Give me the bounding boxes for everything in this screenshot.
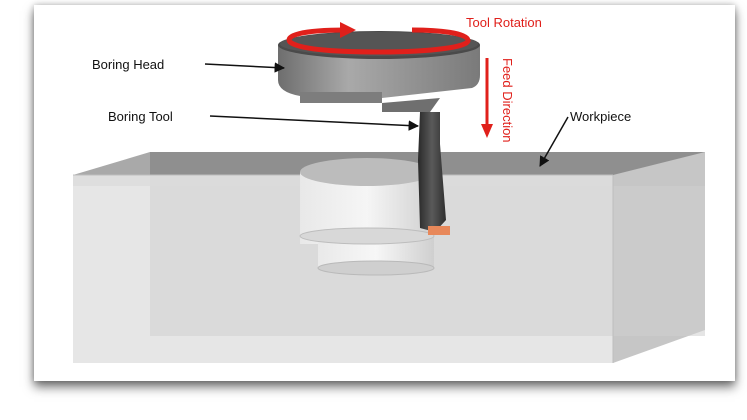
label-boring-tool: Boring Tool	[108, 109, 173, 124]
tool-insert	[428, 226, 450, 235]
label-feed-direction: Feed Direction	[500, 58, 515, 143]
workpiece-leader	[539, 116, 569, 167]
bored-hole	[299, 158, 435, 276]
boring-tool	[418, 112, 450, 235]
boring-head-leader	[204, 62, 286, 73]
rotation-arrow	[286, 22, 471, 55]
boring-tool-leader	[209, 115, 420, 131]
boring-head	[278, 31, 480, 112]
label-boring-head: Boring Head	[92, 57, 164, 72]
feed-direction-arrow	[481, 58, 493, 138]
label-workpiece: Workpiece	[570, 109, 631, 124]
workpiece-block	[73, 152, 705, 363]
label-tool-rotation: Tool Rotation	[466, 15, 542, 30]
